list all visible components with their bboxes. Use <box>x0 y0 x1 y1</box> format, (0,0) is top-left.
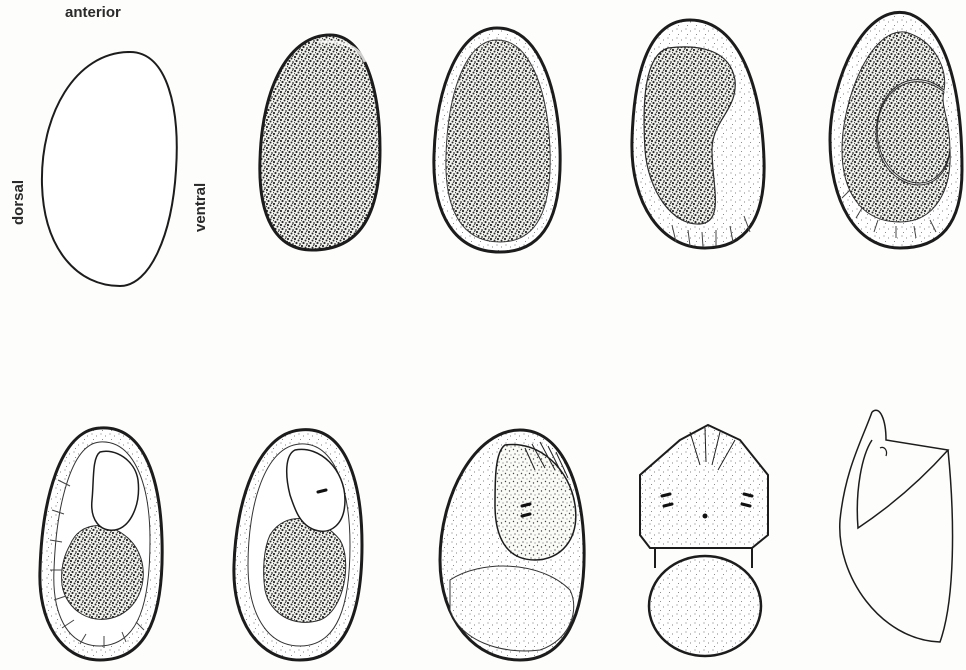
ventral-label: ventral <box>192 183 209 232</box>
stage-6-segmented-band-egg <box>40 428 162 660</box>
dorsal-label: dorsal <box>10 180 27 225</box>
stage-4-ventral-band-egg <box>632 20 764 248</box>
stage-2-filled-egg <box>260 35 380 250</box>
stage-9-ventral-view-egg <box>640 425 768 656</box>
stage-5-curved-band-egg <box>830 12 962 248</box>
stage-10-empty-chorion <box>840 410 953 642</box>
stage-8-head-eyespots-egg <box>440 430 584 660</box>
stage-1-outline-egg <box>42 52 177 286</box>
stage-7-head-lobes-egg <box>234 430 362 660</box>
anterior-label: anterior <box>65 4 121 21</box>
stage-3-peripheral-rim-egg <box>434 28 560 252</box>
